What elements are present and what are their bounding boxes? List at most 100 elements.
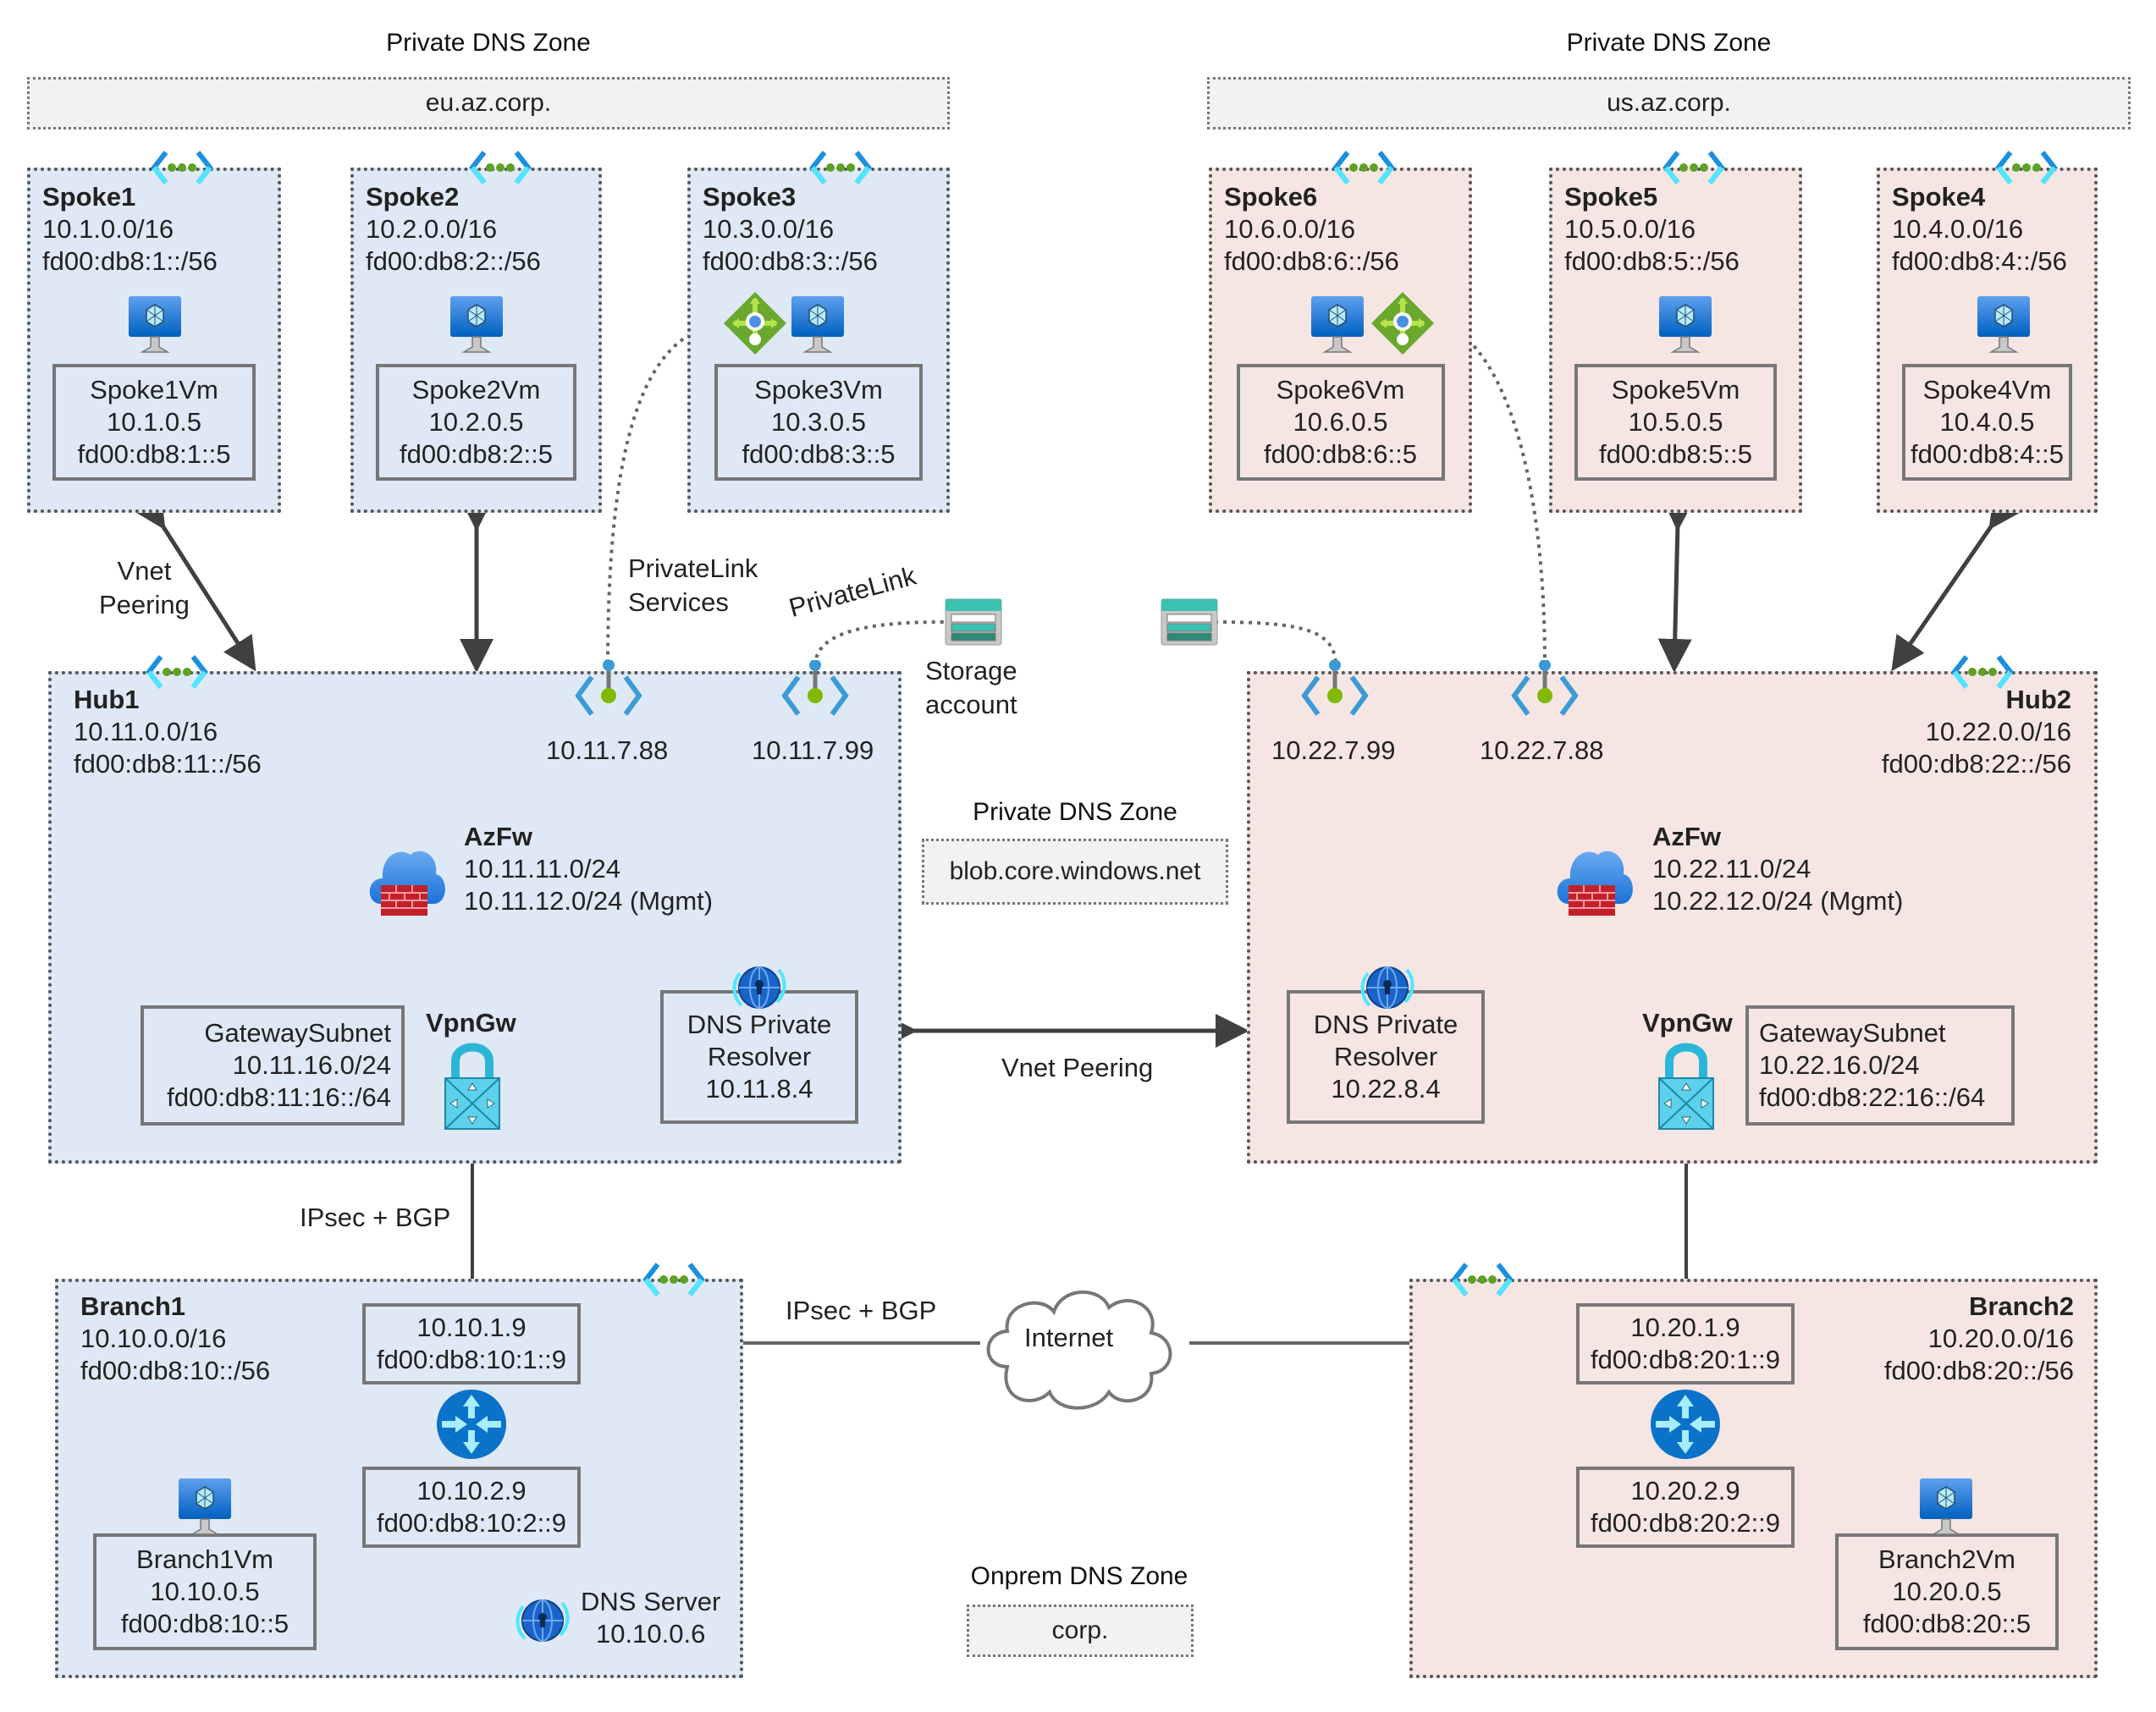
spoke4-ipv4: 10.4.0.0/16 [1892,214,2024,244]
dns-zone-blob-name: blob.core.windows.net [949,857,1201,885]
branch1-vnet [55,1279,743,1678]
hub2-ipv6: fd00:db8:22::/56 [1881,749,2071,779]
hub2-gateway-subnet-ipv6: fd00:db8:22:16::/64 [1759,1082,1986,1112]
spoke4-name: Spoke4 [1892,182,1986,212]
hub1-azfw: AzFw 10.11.11.0/24 10.11.12.0/24 (Mgmt) [464,821,713,917]
branch2-router-icon [1649,1388,1722,1461]
spoke4-vm-name: Spoke4Vm [1922,375,2052,405]
internet-cloud-icon [986,1290,1172,1410]
spoke4-vm-ipv4: 10.4.0.5 [1939,407,2035,437]
branch2-vm: Branch2Vm 10.20.0.5 fd00:db8:20::5 [1835,1533,2059,1650]
spoke4-ipv6: fd00:db8:4::/56 [1892,246,2067,276]
dns-zone-onprem-name: corp. [1051,1616,1109,1644]
hub2-dns-resolver-icon [1358,958,1417,1017]
hub1-endpoint-2-ip: 10.11.7.99 [752,735,874,765]
dns-zone-eu-name: eu.az.corp. [425,89,552,117]
label-privatelink-services-1: PrivateLink [628,553,758,583]
label-vnet: Vnet [117,556,172,586]
hub2-resolver-ip: 10.22.8.4 [1331,1074,1441,1104]
branch1-label: Branch1 10.10.0.0/16 fd00:db8:10::/56 [80,1291,270,1387]
storage-account-icon-2 [1160,597,1219,647]
spoke5-vnet-icon [1661,149,1727,186]
branch1-router-icon [435,1388,508,1461]
spoke3-privatelink-service-icon [722,290,788,356]
hub1-vpngw-label: VpnGw [426,1008,516,1038]
hub2-gateway-subnet-ipv4: 10.22.16.0/24 [1759,1050,1920,1080]
spoke5-vm: Spoke5Vm 10.5.0.5 fd00:db8:5::5 [1574,364,1777,481]
hub2-azfw-mgmt: 10.22.12.0/24 (Mgmt) [1652,886,1904,916]
branch2-vnet-icon [1449,1261,1515,1298]
spoke3-label: Spoke3 10.3.0.0/16 fd00:db8:3::/56 [703,181,878,278]
spoke5-vm-ipv6: fd00:db8:5::5 [1599,439,1752,469]
dns-zone-blob-title: Private DNS Zone [973,798,1177,826]
spoke6-vm-icon [1308,295,1367,355]
spoke4-vm: Spoke4Vm 10.4.0.5 fd00:db8:4::5 [1902,364,2072,481]
branch1-ipv4: 10.10.0.0/16 [80,1324,227,1353]
hub2-resolver-line1: DNS Private [1313,1010,1458,1039]
branch1-vm: Branch1Vm 10.10.0.5 fd00:db8:10::5 [93,1533,317,1650]
branch2-label: Branch2 10.20.0.0/16 fd00:db8:20::/56 [1884,1291,2074,1387]
dns-zone-blob: blob.core.windows.net [922,839,1228,905]
spoke2-label: Spoke2 10.2.0.0/16 fd00:db8:2::/56 [366,181,541,278]
spoke2-vm-name: Spoke2Vm [411,375,541,405]
spoke6-privatelink-service-icon [1370,290,1436,356]
hub1-label: Hub1 10.11.0.0/16 fd00:db8:11::/56 [74,684,262,780]
label-privatelink-services-2: Services [628,587,729,617]
spoke4-vm-icon [1974,295,2033,355]
branch1-nic-int-ipv4: 10.10.2.9 [416,1476,527,1506]
spoke1-vm-ipv6: fd00:db8:1::5 [77,439,231,469]
spoke3-name: Spoke3 [703,182,797,212]
spoke6-vm-ipv6: fd00:db8:6::5 [1264,439,1417,469]
hub1-resolver-line1: DNS Private [687,1010,832,1039]
hub2-private-endpoint-1-icon [1299,659,1370,719]
hub1-azfw-mgmt: 10.11.12.0/24 (Mgmt) [464,886,714,916]
branch1-nic-int-ipv6: fd00:db8:10:2::9 [376,1508,567,1538]
spoke3-vm-ipv4: 10.3.0.5 [770,407,867,437]
hub1-dns-resolver-icon [730,958,789,1017]
spoke2-ipv4: 10.2.0.0/16 [366,214,498,244]
spoke2-vm-icon [447,295,506,355]
spoke5-ipv6: fd00:db8:5::/56 [1564,246,1740,276]
label-privatelink-services: PrivateLink Services [628,552,758,619]
branch2-ipv6: fd00:db8:20::/56 [1883,1356,2074,1385]
hub2-ipv4: 10.22.0.0/16 [1925,717,2071,746]
branch1-dns-server-icon [513,1591,572,1650]
hub1-gateway-subnet-name: GatewaySubnet [204,1018,391,1048]
spoke4-vnet-icon [1993,149,2060,186]
hub2-gateway-subnet: GatewaySubnet 10.22.16.0/24 fd00:db8:22:… [1745,1005,2015,1126]
spoke6-name: Spoke6 [1224,182,1318,212]
spoke6-label: Spoke6 10.6.0.0/16 fd00:db8:6::/56 [1224,181,1399,278]
spoke6-vnet-icon [1331,149,1397,186]
label-peering: Peering [99,590,190,619]
spoke4-vnet [1877,168,2098,513]
peering-spoke4-hub2 [1891,492,2022,672]
peering-spoke5-hub2 [1657,497,1696,673]
hub1-azfw-icon [364,845,449,921]
dns-zone-us-title: Private DNS Zone [1566,29,1772,57]
hub1-private-endpoint-2-icon [780,659,851,719]
spoke1-vm-icon [125,295,185,355]
label-storage-account: Storage account [925,654,1017,722]
spoke1-ipv4: 10.1.0.0/16 [42,214,174,244]
branch1-nic-ext: 10.10.1.9 fd00:db8:10:1::9 [362,1303,581,1384]
spoke3-vm-icon [788,295,847,355]
label-account: account [925,690,1017,719]
branch2-ipv4: 10.20.0.0/16 [1927,1324,2074,1353]
hub1-endpoint-1-ip: 10.11.7.88 [546,735,669,765]
branch2-vnet [1409,1279,2098,1678]
dns-zone-us: us.az.corp. [1207,77,2131,129]
dns-zone-us-name: us.az.corp. [1607,89,1731,117]
hub2-label: Hub2 10.22.0.0/16 fd00:db8:22::/56 [1882,684,2071,780]
branch2-nic-ext-ipv6: fd00:db8:20:1::9 [1590,1345,1781,1374]
label-vnet-peering-spoke1: Vnet Peering [99,554,190,622]
spoke2-ipv6: fd00:db8:2::/56 [366,246,541,276]
branch1-vnet-icon [641,1261,707,1298]
hub1-azfw-subnet: 10.11.11.0/24 [464,854,621,884]
storage-account-icon-1 [944,597,1003,647]
branch2-vm-name: Branch2Vm [1878,1544,2015,1574]
spoke3-ipv6: fd00:db8:3::/56 [703,246,878,276]
branch2-name: Branch2 [1968,1291,2074,1321]
hub2-private-endpoint-2-icon [1509,659,1580,719]
spoke2-vm-ipv4: 10.2.0.5 [428,407,524,437]
hub2-azfw-subnet: 10.22.11.0/24 [1652,854,1811,884]
